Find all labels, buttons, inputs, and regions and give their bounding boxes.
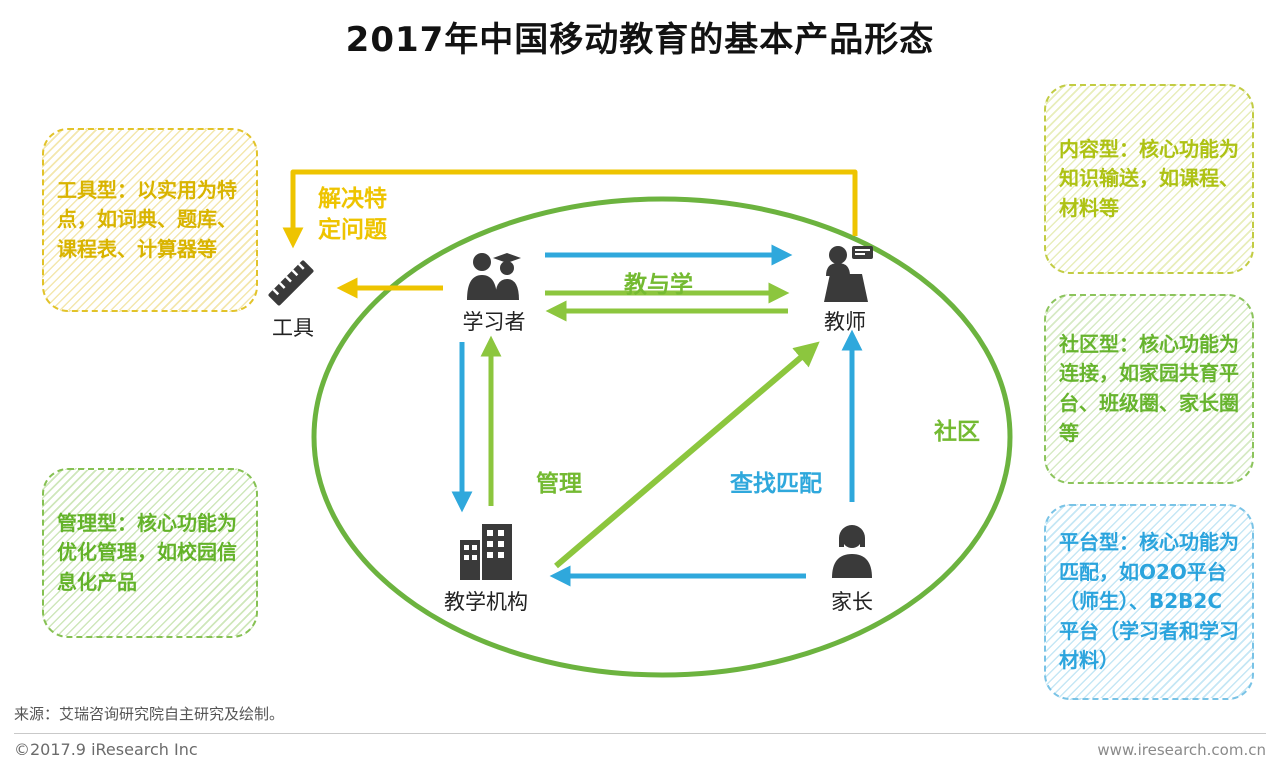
box-content-type: 内容型：核心功能为知识输送，如课程、材料等 [1044,84,1254,274]
footer-website: www.iresearch.com.cn [1097,741,1266,759]
box-platform-desc: ：核心功能为匹配，如O2O平台（师生）、B2B2C平台（学习者和学习材料） [1059,530,1239,673]
solve-problem-label: 解决特定问题 [318,186,387,244]
box-platform-text: 平台型：核心功能为匹配，如O2O平台（师生）、B2B2C平台（学习者和学习材料） [1059,528,1239,676]
source-note: 来源：艾瑞咨询研究院自主研究及绘制。 [14,705,285,723]
manage-label: 管理 [536,471,582,497]
footer-divider [14,733,1266,734]
box-content-label: 内容型 [1059,136,1119,161]
page-title: 2017年中国移动教育的基本产品形态 [345,20,935,60]
box-platform-label: 平台型 [1059,530,1119,555]
box-community-label: 社区型 [1059,331,1119,356]
footer-copyright: ©2017.9 iResearch Inc [14,740,198,759]
box-manage-text: 管理型：核心功能为优化管理，如校园信息化产品 [57,509,243,598]
box-platform-type: 平台型：核心功能为匹配，如O2O平台（师生）、B2B2C平台（学习者和学习材料） [1044,504,1254,700]
ruler-tool-icon [268,260,314,306]
community-region-label: 社区 [934,419,980,445]
teacher-label: 教师 [824,310,866,334]
box-community-type: 社区型：核心功能为连接，如家园共育平台、班级圈、家长圈等 [1044,294,1254,484]
box-manage-desc: ：核心功能为优化管理，如校园信息化产品 [57,510,237,594]
box-community-desc: ：核心功能为连接，如家园共育平台、班级圈、家长圈等 [1059,331,1239,445]
box-manage-type: 管理型：核心功能为优化管理，如校园信息化产品 [42,468,258,638]
find-match-label: 查找匹配 [730,471,822,497]
box-tool-label: 工具型 [57,177,117,202]
learners-icon [467,253,521,300]
parent-icon [832,525,872,578]
box-tool-text: 工具型：以实用为特点，如词典、题库、课程表、计算器等 [57,176,243,265]
teacher-icon [824,246,873,302]
teach-learn-label: 教与学 [624,272,693,298]
learner-label: 学习者 [462,310,526,334]
box-content-text: 内容型：核心功能为知识输送，如课程、材料等 [1059,135,1239,224]
parent-label: 家长 [831,590,873,614]
box-manage-label: 管理型 [57,510,117,535]
box-tool-desc: ：以实用为特点，如词典、题库、课程表、计算器等 [57,177,237,261]
box-community-text: 社区型：核心功能为连接，如家园共育平台、班级圈、家长圈等 [1059,330,1239,448]
tool-label: 工具 [272,316,314,340]
box-tool-type: 工具型：以实用为特点，如词典、题库、课程表、计算器等 [42,128,258,312]
institution-building-icon [460,524,512,580]
box-content-desc: ：核心功能为知识输送，如课程、材料等 [1059,136,1239,220]
institution-label: 教学机构 [444,590,528,614]
arrow-institution-to-teacher [554,341,820,569]
